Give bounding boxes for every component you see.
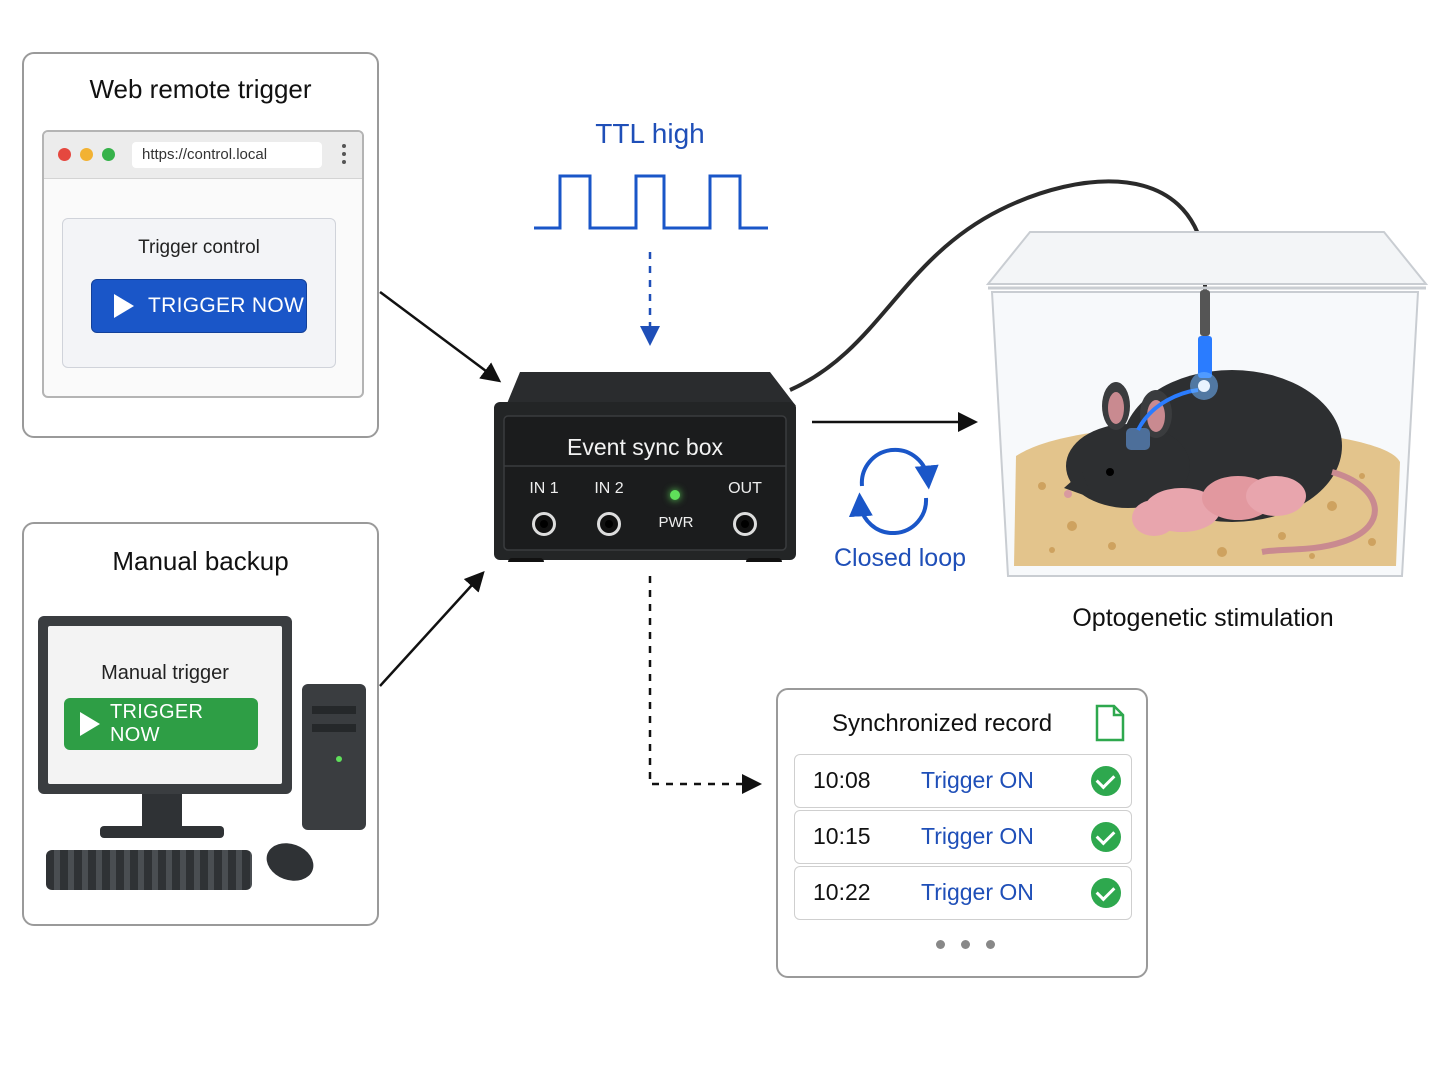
cage-with-mouse — [985, 231, 1429, 577]
ttl-waveform — [534, 174, 768, 230]
keyboard[interactable] — [46, 850, 252, 890]
optogenetic-stimulation-label: Optogenetic stimulation — [1072, 604, 1334, 632]
document-icon[interactable] — [1094, 704, 1126, 742]
in2-label: IN 2 — [594, 480, 624, 497]
record-event: Trigger ON — [921, 823, 1034, 849]
fiber-cable — [789, 179, 1207, 392]
monitor-stand — [142, 794, 182, 830]
arrow-web-to-box — [379, 290, 502, 383]
monitor-screen: Manual trigger TRIGGER NOW — [48, 626, 282, 784]
arrow-manual-to-box — [379, 571, 485, 687]
monitor: Manual trigger TRIGGER NOW — [38, 616, 292, 794]
record-time: 10:08 — [813, 767, 871, 793]
pwr-label: PWR — [658, 514, 694, 531]
refresh-cycle-icon — [848, 447, 939, 535]
in2-port[interactable] — [597, 512, 621, 536]
power-led — [336, 756, 342, 762]
event-sync-box: Event sync box IN 1 IN 2 OUT PWR — [492, 370, 798, 562]
record-row: 10:08 Trigger ON — [794, 754, 1132, 808]
browser-toolbar: https://control.local — [44, 132, 362, 179]
url-bar[interactable]: https://control.local — [132, 142, 322, 168]
check-icon — [1091, 766, 1121, 796]
trigger-control-card: Trigger control TRIGGER NOW — [62, 218, 336, 368]
record-time: 10:22 — [813, 879, 871, 905]
button-label: TRIGGER NOW — [148, 294, 305, 317]
record-row: 10:15 Trigger ON — [794, 810, 1132, 864]
card-title: Manual trigger — [101, 662, 229, 684]
ttl-label: TTL high — [595, 118, 705, 149]
in1-port[interactable] — [532, 512, 556, 536]
sync-box-title: Event sync box — [567, 434, 723, 460]
record-event: Trigger ON — [921, 767, 1034, 793]
manual-trigger-now-button[interactable]: TRIGGER NOW — [64, 698, 258, 750]
check-icon — [1091, 822, 1121, 852]
manual-backup-panel: Manual backup Manual trigger TRIGGER NOW — [22, 522, 379, 926]
sync-box-body — [494, 372, 796, 562]
more-dots-icon[interactable] — [936, 940, 995, 949]
browser-window: https://control.local Trigger control TR… — [42, 130, 364, 398]
panel-title: Web remote trigger — [89, 74, 312, 104]
card-title: Trigger control — [138, 237, 260, 258]
trigger-now-button[interactable]: TRIGGER NOW — [91, 279, 307, 333]
button-label: TRIGGER NOW — [110, 701, 204, 746]
closed-loop-label: Closed loop — [833, 544, 967, 572]
out-port[interactable] — [733, 512, 757, 536]
in1-label: IN 1 — [529, 480, 559, 497]
close-dot-icon[interactable] — [58, 148, 71, 161]
record-time: 10:15 — [813, 823, 871, 849]
mouse[interactable] — [261, 836, 319, 888]
monitor-base — [100, 826, 224, 838]
minimize-dot-icon[interactable] — [80, 148, 93, 161]
record-event: Trigger ON — [921, 879, 1034, 905]
browser-menu-icon[interactable] — [342, 144, 346, 168]
maximize-dot-icon[interactable] — [102, 148, 115, 161]
play-icon — [80, 712, 100, 736]
play-icon — [114, 294, 134, 318]
synchronized-record-panel: Synchronized record 10:08 Trigger ON 10:… — [776, 688, 1148, 978]
out-label: OUT — [728, 480, 762, 497]
panel-title: Manual backup — [112, 546, 289, 576]
power-led — [670, 490, 680, 500]
arrow-box-to-record — [648, 576, 762, 794]
record-row: 10:22 Trigger ON — [794, 866, 1132, 920]
computer-tower — [302, 684, 366, 830]
record-title: Synchronized record — [832, 710, 1053, 737]
web-remote-trigger-panel: Web remote trigger https://control.local… — [22, 52, 379, 438]
check-icon — [1091, 878, 1121, 908]
